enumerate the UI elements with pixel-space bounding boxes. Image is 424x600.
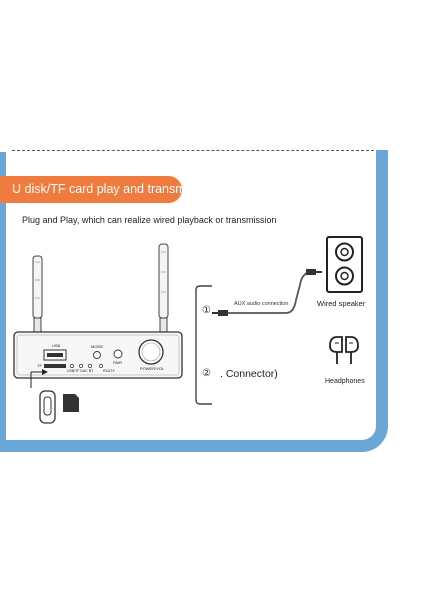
rxtx-label: RX&TX — [103, 369, 115, 373]
audio-device — [13, 331, 183, 379]
section-subtitle: Plug and Play, which can realize wired p… — [22, 215, 277, 225]
power-vol-label: POWER/VOL — [140, 366, 165, 371]
option-two-marker: ② — [202, 368, 211, 379]
tf-card-icon — [63, 394, 79, 412]
right-antenna-icon — [158, 243, 169, 333]
left-antenna-icon — [32, 255, 43, 333]
aux-connection-label: AUX audio connection — [234, 301, 289, 307]
speaker-label: Wired speaker — [317, 299, 366, 308]
option-one-marker: ① — [202, 305, 211, 316]
option-bracket — [195, 285, 212, 405]
insert-arrow-icon — [30, 369, 48, 388]
speaker-icon — [326, 236, 363, 293]
earbuds-icon — [329, 336, 359, 364]
usb-port-label: USB — [52, 343, 61, 348]
connector-label: . Connector) — [220, 368, 278, 380]
dashed-divider — [12, 150, 384, 151]
usb-flash-drive-icon — [39, 390, 56, 424]
frame-left-edge — [0, 152, 6, 442]
mode-label: MODE — [91, 344, 103, 349]
aux-cable-icon — [212, 269, 322, 316]
pair-label: PAIR — [113, 360, 123, 365]
content-frame — [0, 150, 388, 452]
tf-slot-label: TF — [37, 363, 42, 368]
section-title: U disk/TF card play and transmit — [12, 182, 192, 196]
section-title-banner: U disk/TF card play and transmit — [0, 176, 192, 203]
headphones-label: Headphones — [325, 378, 365, 385]
indicator-labels: USB/TF DAC BT — [67, 369, 94, 373]
